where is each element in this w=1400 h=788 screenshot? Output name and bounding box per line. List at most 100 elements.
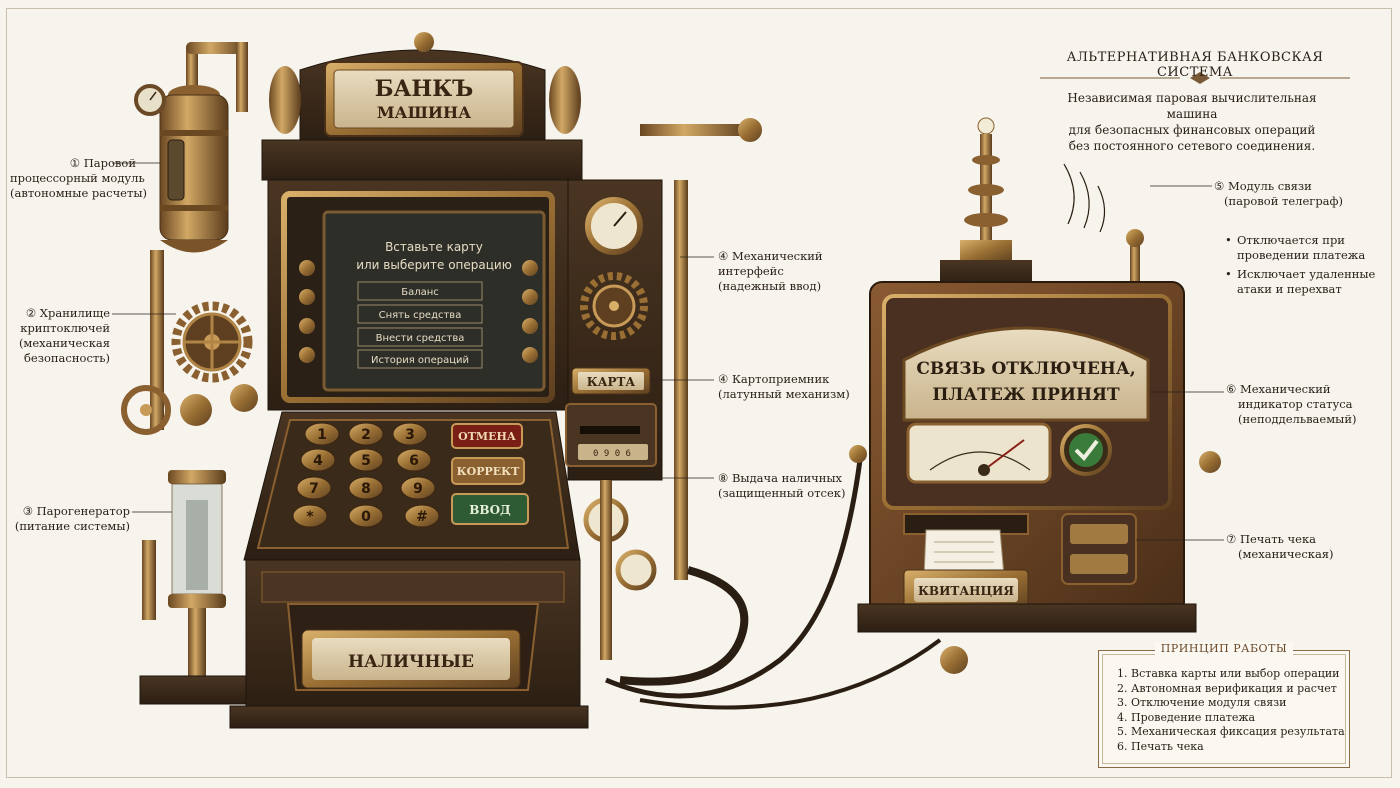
screen-prompt-line-2: или выберите операцию <box>356 258 512 272</box>
key-label: 4 <box>313 453 323 469</box>
side-knob-left <box>849 445 867 463</box>
key-5[interactable]: 5 <box>348 448 384 472</box>
side-knob-right <box>1199 451 1221 473</box>
key-label: 3 <box>405 427 415 443</box>
key-0[interactable]: 0 <box>348 504 384 528</box>
connection-cable <box>605 459 863 699</box>
connection-cable-2 <box>639 638 942 710</box>
label-cash-dispenser: ⑧ Выдача наличных(защищенный отсек) <box>718 471 846 500</box>
side-button-left-4[interactable] <box>299 347 315 363</box>
status-indicator <box>906 422 1112 484</box>
side-button-left-3[interactable] <box>299 318 315 334</box>
card-reader: КАРТА 0 9 0 6 <box>565 367 657 467</box>
description: Независимая паровая вычислительная машин… <box>1067 91 1317 153</box>
side-button-left-2[interactable] <box>299 289 315 305</box>
cable-connector <box>940 646 968 674</box>
status-line-2: ПЛАТЕЖ ПРИНЯТ <box>932 385 1120 405</box>
key-label: 1 <box>317 427 327 443</box>
correct-button[interactable]: КОРРЕКТ <box>451 457 525 485</box>
principle-steps: 1. Вставка карты или выбор операции 2. А… <box>1117 667 1345 755</box>
menu-option-deposit[interactable]: Внести средства <box>357 327 483 347</box>
card-plate-label: КАРТА <box>587 375 636 389</box>
svg-text:ВВОД: ВВОД <box>469 503 511 517</box>
key-3[interactable]: 3 <box>392 422 428 446</box>
menu-options: Баланс Снять средства Внести средства Ис… <box>357 281 483 369</box>
card-counter: 0 9 0 6 <box>593 449 631 459</box>
menu-option-balance[interactable]: Баланс <box>357 281 483 301</box>
key-star[interactable]: * <box>292 504 328 528</box>
cancel-button[interactable]: ОТМЕНА <box>451 423 523 449</box>
screen-prompt-line-1: Вставьте карту <box>385 240 483 254</box>
key-7[interactable]: 7 <box>296 476 332 500</box>
label-receipt-printer: ⑦ Печать чека(механическая) <box>1226 532 1334 561</box>
side-button-left-1[interactable] <box>299 260 315 276</box>
key-label: 7 <box>309 481 319 497</box>
side-button-right-3[interactable] <box>522 318 538 334</box>
label-comm-module: ⑤ Модуль связи(паровой телеграф) <box>1214 179 1344 208</box>
key-8[interactable]: 8 <box>348 476 384 500</box>
key-9[interactable]: 9 <box>400 476 436 500</box>
enter-button[interactable]: ВВОД <box>451 493 529 525</box>
side-button-right-4[interactable] <box>522 347 538 363</box>
key-label: 9 <box>413 481 423 497</box>
sign-line-2: МАШИНА <box>377 103 471 122</box>
sign-line-1: БАНКЪ <box>375 76 474 102</box>
steam-processor-module <box>134 42 248 253</box>
key-label: 2 <box>361 427 371 443</box>
principle-box: ПРИНЦИП РАБОТЫ 1. Вставка карты или выбо… <box>1098 642 1350 768</box>
step-3: 3. Отключение модуля связи <box>1117 696 1287 710</box>
cash-dispenser: НАЛИЧНЫЕ <box>229 559 589 729</box>
key-label: * <box>306 509 314 525</box>
side-buttons <box>299 260 538 363</box>
card-slot[interactable] <box>580 426 640 434</box>
principle-heading: ПРИНЦИП РАБОТЫ <box>1099 642 1349 655</box>
step-2: 2. Автономная верификация и расчет <box>1117 681 1337 695</box>
leader-lines <box>112 162 1224 541</box>
status-line-1: СВЯЗЬ ОТКЛЮЧЕНА, <box>916 359 1135 379</box>
svg-text:История операций: История операций <box>371 355 469 366</box>
key-label: # <box>416 509 428 525</box>
svg-text:Внести средства: Внести средства <box>376 333 465 344</box>
page-title: АЛЬТЕРНАТИВНАЯ БАНКОВСКАЯ СИСТЕМА <box>1066 50 1324 80</box>
keypad: 1 2 3 4 5 6 7 8 9 * 0 # <box>292 422 440 528</box>
key-label: 5 <box>361 453 371 469</box>
step-5: 5. Механическая фиксация результата <box>1117 725 1345 739</box>
key-4[interactable]: 4 <box>300 448 336 472</box>
telegraph-base <box>857 603 1197 633</box>
key-1[interactable]: 1 <box>304 422 340 446</box>
page-frame <box>6 8 1392 778</box>
steam-telegraph <box>940 117 1144 286</box>
key-label: 0 <box>361 509 371 525</box>
cash-plate-label: НАЛИЧНЫЕ <box>348 652 474 672</box>
key-hash[interactable]: # <box>404 504 440 528</box>
svg-text:КОРРЕКТ: КОРРЕКТ <box>457 465 521 478</box>
crypto-key-vault <box>121 301 258 435</box>
step-1: 1. Вставка карты или выбор операции <box>1117 667 1340 680</box>
menu-option-history[interactable]: История операций <box>357 349 483 369</box>
step-6: 6. Печать чека <box>1117 739 1204 753</box>
side-button-right-2[interactable] <box>522 289 538 305</box>
key-2[interactable]: 2 <box>348 422 384 446</box>
steam-generator <box>139 470 251 705</box>
key-6[interactable]: 6 <box>396 448 432 472</box>
menu-option-withdraw[interactable]: Снять средства <box>357 304 483 324</box>
key-label: 6 <box>409 453 419 469</box>
label-steam-generator: ③ Парогенератор(питание системы) <box>14 504 130 533</box>
svg-text:ОТМЕНА: ОТМЕНА <box>458 430 516 443</box>
step-4: 4. Проведение платежа <box>1117 710 1256 724</box>
receipt-printer: КВИТАНЦИЯ <box>903 513 1137 611</box>
title-ornament <box>1040 72 1350 84</box>
svg-text:Баланс: Баланс <box>401 287 439 298</box>
side-button-right-1[interactable] <box>522 260 538 276</box>
receipt-plate-label: КВИТАНЦИЯ <box>918 584 1014 598</box>
label-card-reader: ④ Картоприемник(латунный механизм) <box>718 372 850 401</box>
